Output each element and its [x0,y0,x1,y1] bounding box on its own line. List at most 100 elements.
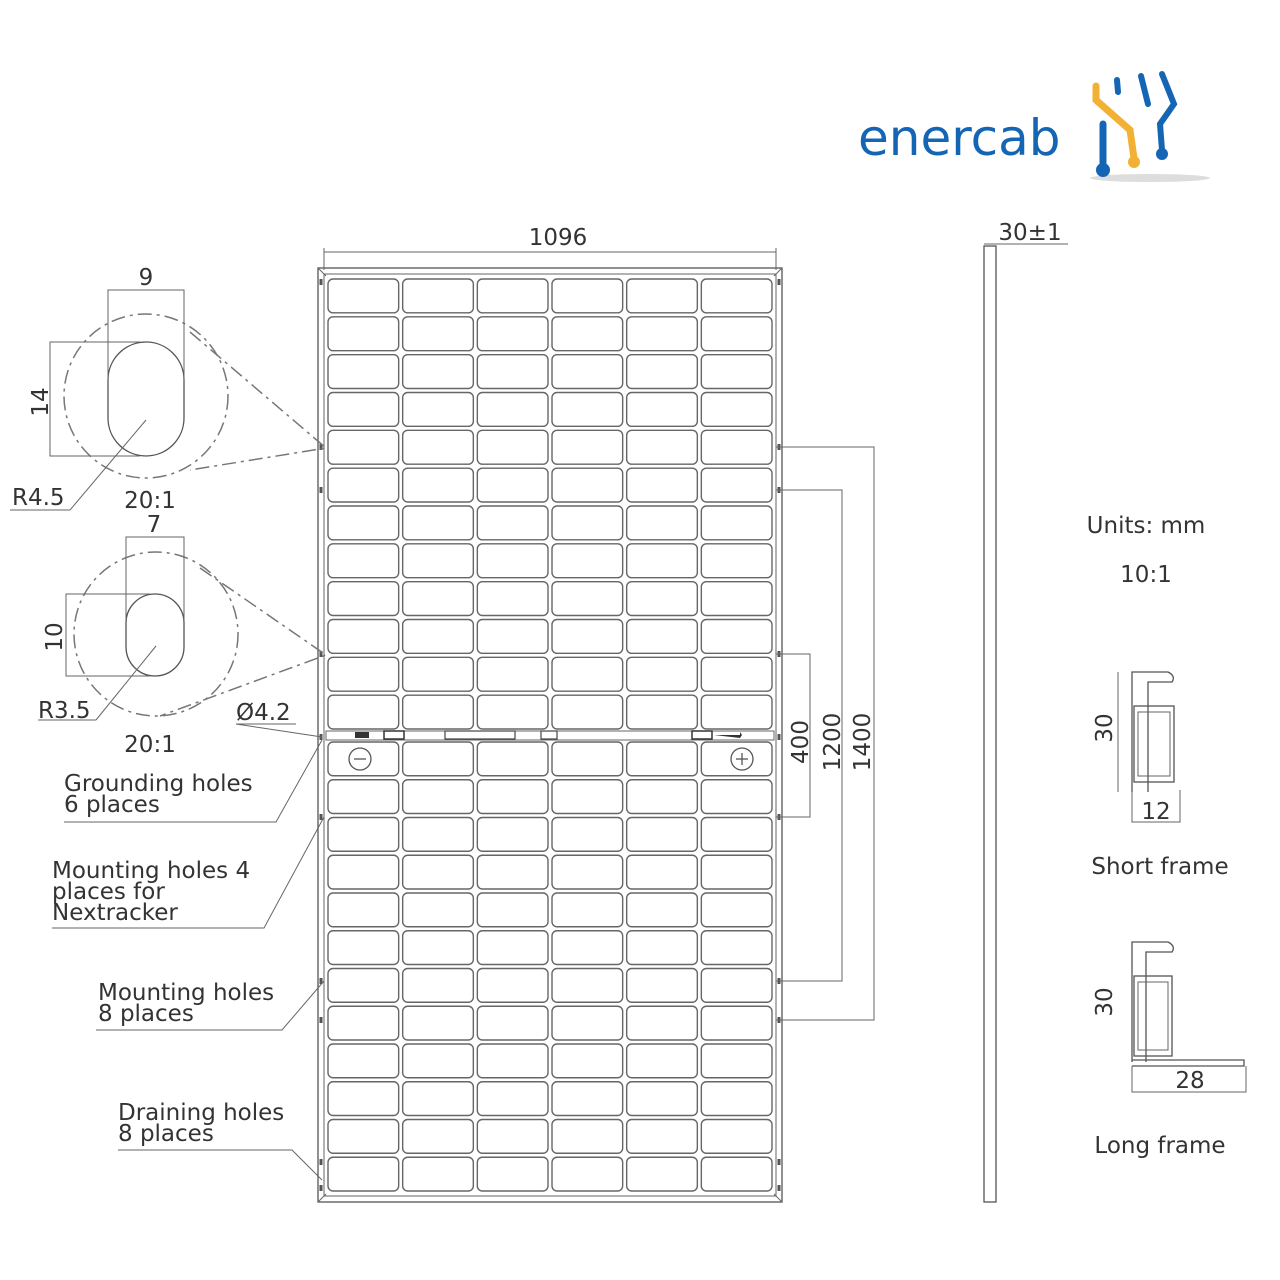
svg-text:10: 10 [42,622,68,651]
svg-text:Short frame: Short frame [1091,854,1228,880]
solar-cell [625,391,699,428]
solar-cell [327,391,400,428]
solar-cell [476,467,549,503]
solar-cell [401,467,475,503]
solar-cell [401,391,475,428]
solar-cell [476,892,549,928]
svg-text:Draining holes: Draining holes [118,1100,284,1126]
svg-text:1096: 1096 [529,225,588,251]
solar-cell [551,467,624,503]
solar-cell [551,316,624,352]
solar-cell [625,467,699,503]
solar-cell [625,930,699,966]
solar-cell [625,353,699,390]
solar-cell [327,930,400,966]
svg-text:7: 7 [147,512,162,538]
solar-cell [551,278,624,314]
frame-hole [319,1159,323,1165]
solar-cell [401,505,475,541]
solar-cell [625,854,699,890]
solar-cell [476,967,549,1003]
solar-cell [327,543,400,579]
frame-hole [319,279,323,285]
solar-cell [551,892,624,928]
solar-cell [327,618,400,655]
svg-text:Grounding holes: Grounding holes [64,771,253,797]
solar-cell [700,816,773,852]
solar-cell [551,741,624,777]
solar-cell [700,618,773,655]
solar-cell [700,353,773,390]
solar-cell [476,656,549,692]
solar-cell [700,505,773,541]
solar-cell [551,967,624,1003]
hole-spacing-dimensions: 400 1200 1400 [776,446,876,1021]
svg-text:R4.5: R4.5 [12,485,65,511]
solar-cell [551,580,624,617]
frame-hole [319,978,323,984]
solar-cell [401,580,475,617]
svg-text:places for: places for [52,879,165,905]
solar-cell [700,967,773,1003]
solar-cell [476,816,549,852]
solar-cell [625,278,699,314]
solar-cell [476,391,549,428]
plus-symbol [730,747,754,771]
solar-cell [327,353,400,390]
solar-cell [401,1005,475,1041]
solar-cell [476,1081,549,1117]
svg-text:Nextracker: Nextracker [52,900,178,926]
detail-b: 7 10 R3.5 20:1 Ø4.2 [38,512,328,758]
solar-cell [327,1118,400,1154]
solar-cell [625,316,699,352]
solar-cell [551,694,624,730]
solar-cell [700,316,773,352]
solar-cell [401,429,475,465]
solar-cell [551,779,624,815]
solar-cell [551,816,624,852]
svg-text:9: 9 [139,265,154,291]
solar-cell [401,854,475,890]
units-label: Units: mm [1087,513,1206,539]
frame-hole [319,444,323,450]
solar-cell [327,656,400,692]
junction-box [383,730,405,740]
solar-cell [401,967,475,1003]
junction-box [540,730,558,740]
minus-symbol [348,747,372,771]
solar-cell [700,1156,773,1192]
solar-cell [551,505,624,541]
side-profile: 30±1 [983,220,1068,1203]
solar-cell [327,967,400,1003]
solar-cell [700,543,773,579]
solar-cell [327,816,400,852]
solar-cell [476,854,549,890]
solar-cell [476,1005,549,1041]
solar-cell [625,505,699,541]
connector-positive [714,732,742,738]
solar-cell [476,429,549,465]
solar-cell [625,543,699,579]
svg-text:28: 28 [1175,1068,1204,1094]
cell-grid [327,278,773,1192]
callout-grounding: Grounding holes 6 places [64,739,323,823]
solar-cell [401,1081,475,1117]
svg-text:R3.5: R3.5 [38,698,91,724]
svg-text:8 places: 8 places [118,1121,214,1147]
solar-cell [700,391,773,428]
solar-cell [551,930,624,966]
solar-cell [625,1005,699,1041]
solar-cell [625,741,699,777]
solar-cell [625,1081,699,1117]
solar-cell [625,816,699,852]
frame-hole [319,1185,323,1191]
svg-text:6 places: 6 places [64,792,160,818]
solar-cell [401,316,475,352]
solar-cell [625,779,699,815]
solar-cell [476,278,549,314]
solar-cell [476,580,549,617]
svg-text:30: 30 [1092,987,1118,1016]
solar-cell [327,1005,400,1041]
solar-cell [551,1043,624,1079]
